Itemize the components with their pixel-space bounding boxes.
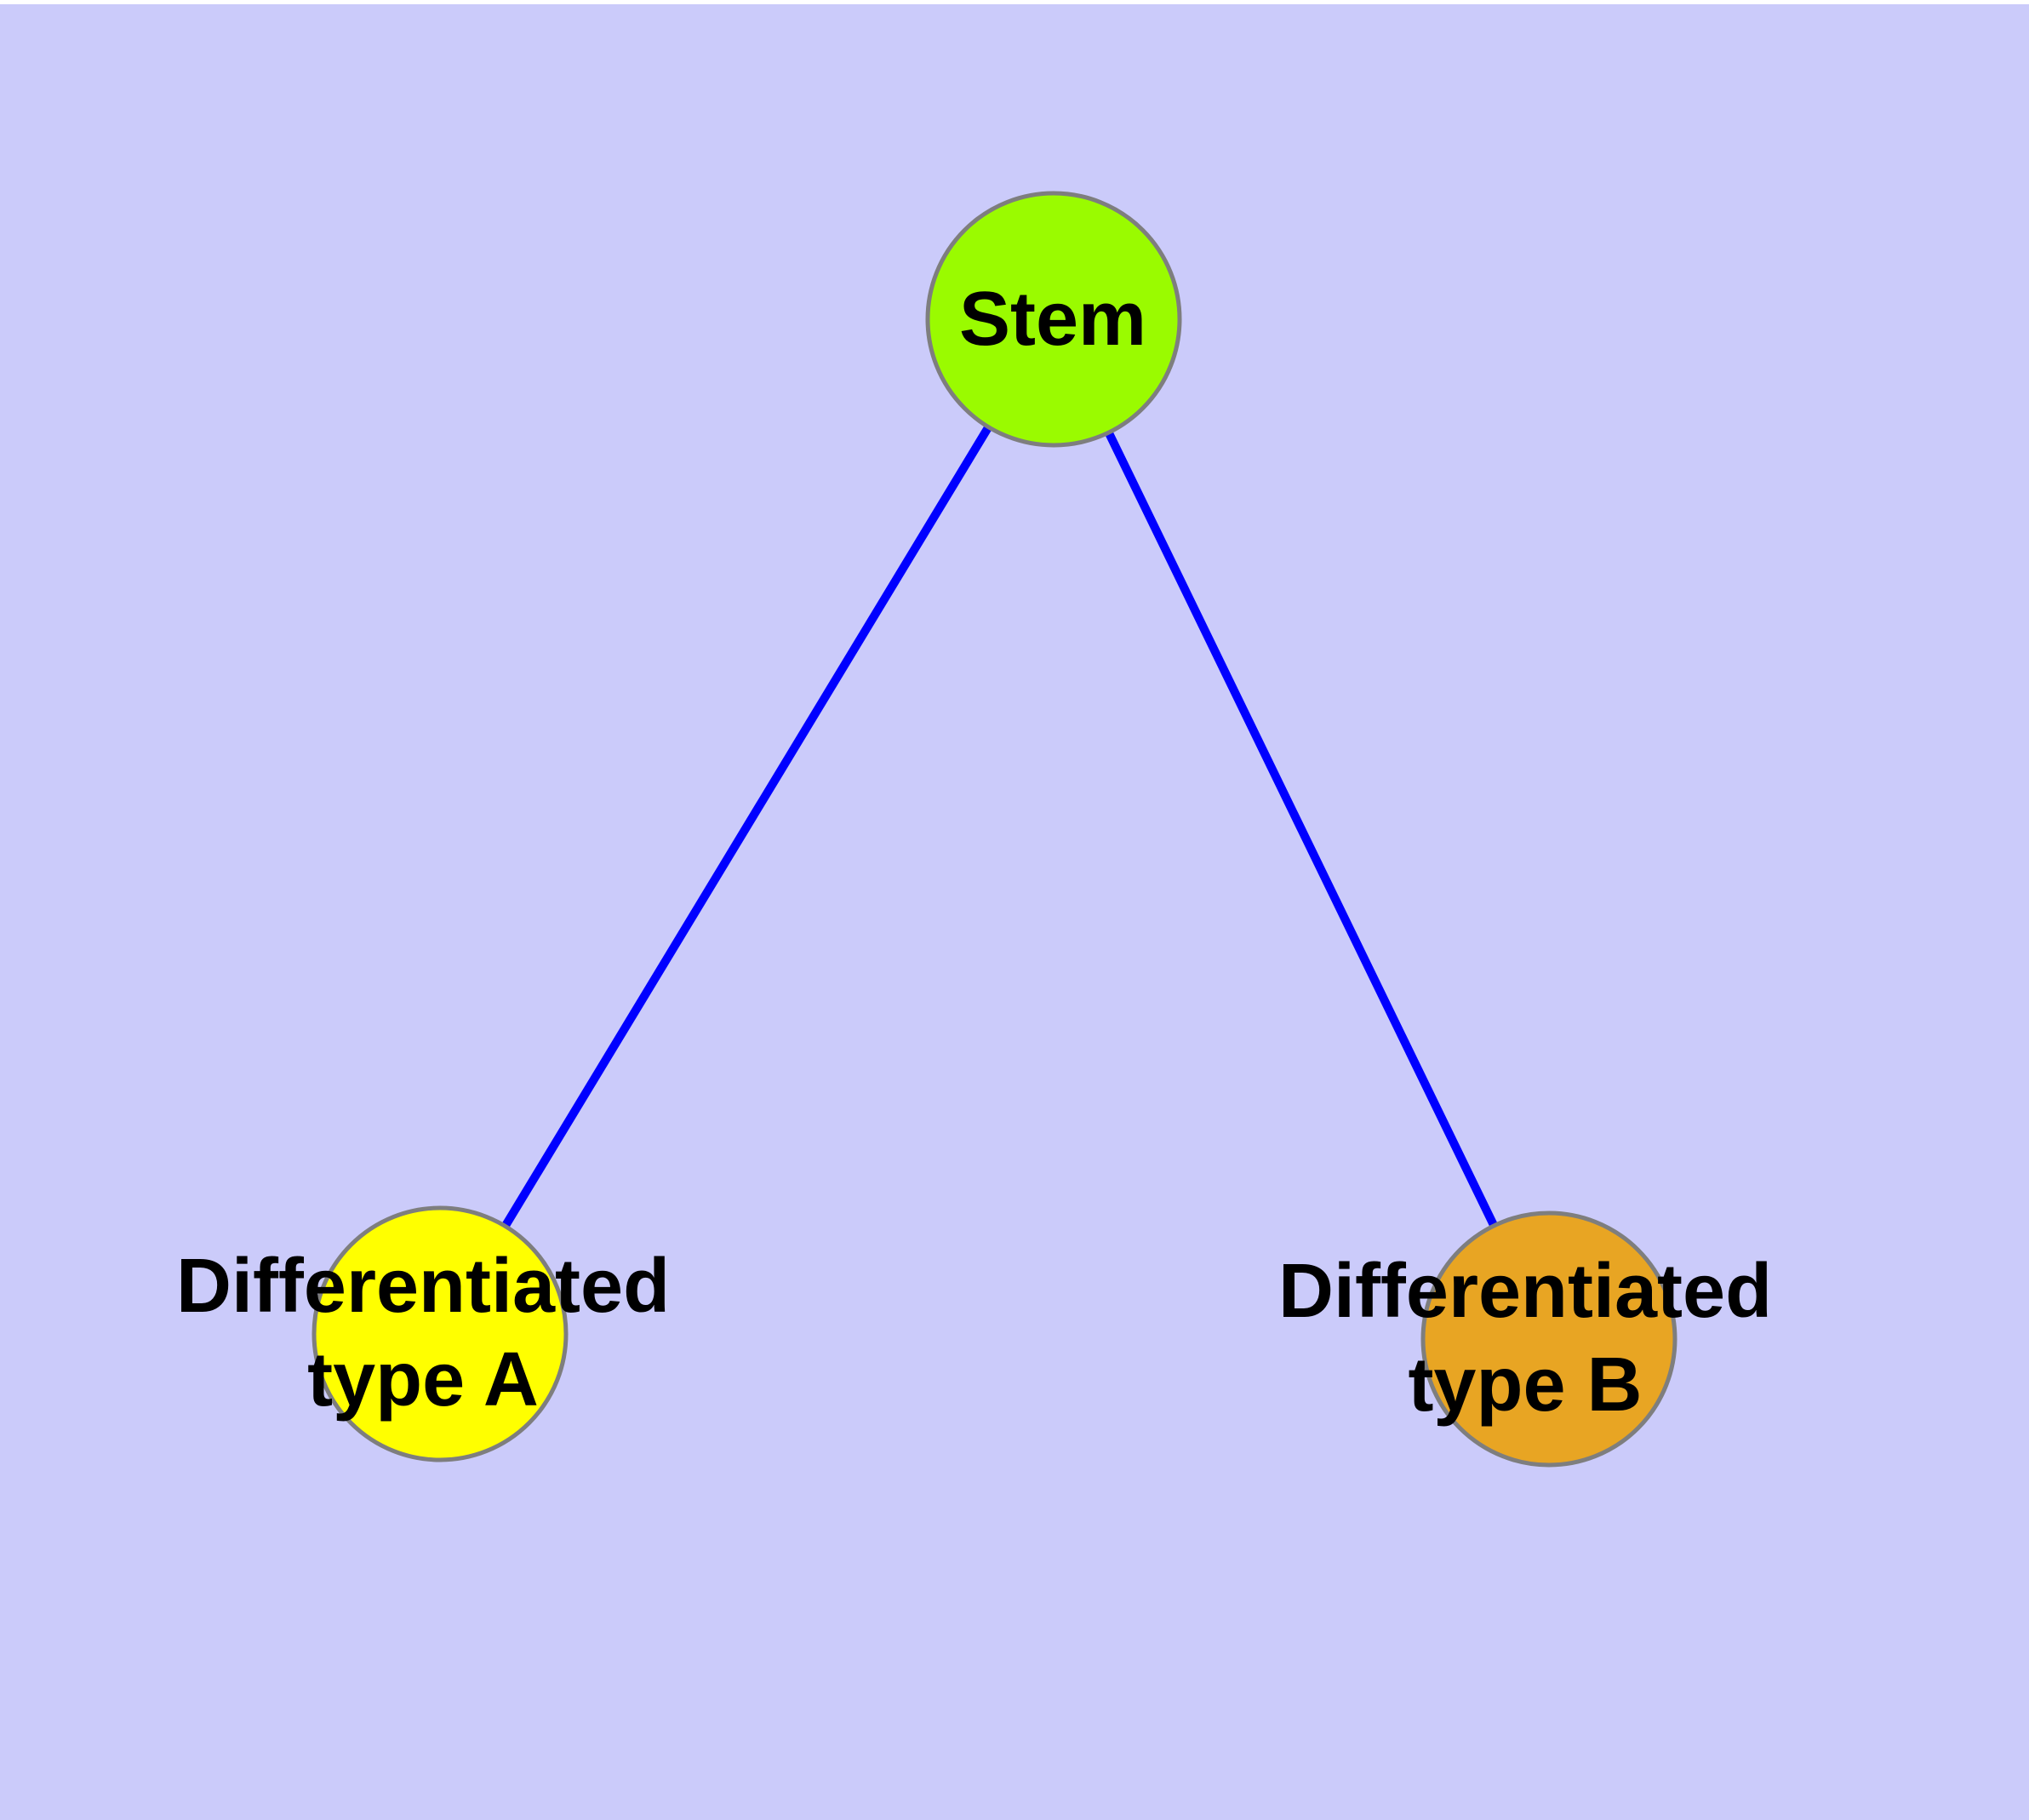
node-circle-type-a [311, 1205, 569, 1462]
node-label-differentiated-type-a: Differentiated type A [175, 1244, 671, 1422]
edge-stem-to-type-a [436, 317, 1058, 1336]
node-label-differentiated-type-b: Differentiated type B [1277, 1249, 1773, 1428]
top-margin-strip [0, 0, 2029, 4]
node-circle-type-b [1420, 1210, 1677, 1468]
node-label-stem: Stem [958, 277, 1147, 362]
edge-stem-to-type-b [1049, 317, 1553, 1342]
node-circle-stem [925, 191, 1182, 448]
